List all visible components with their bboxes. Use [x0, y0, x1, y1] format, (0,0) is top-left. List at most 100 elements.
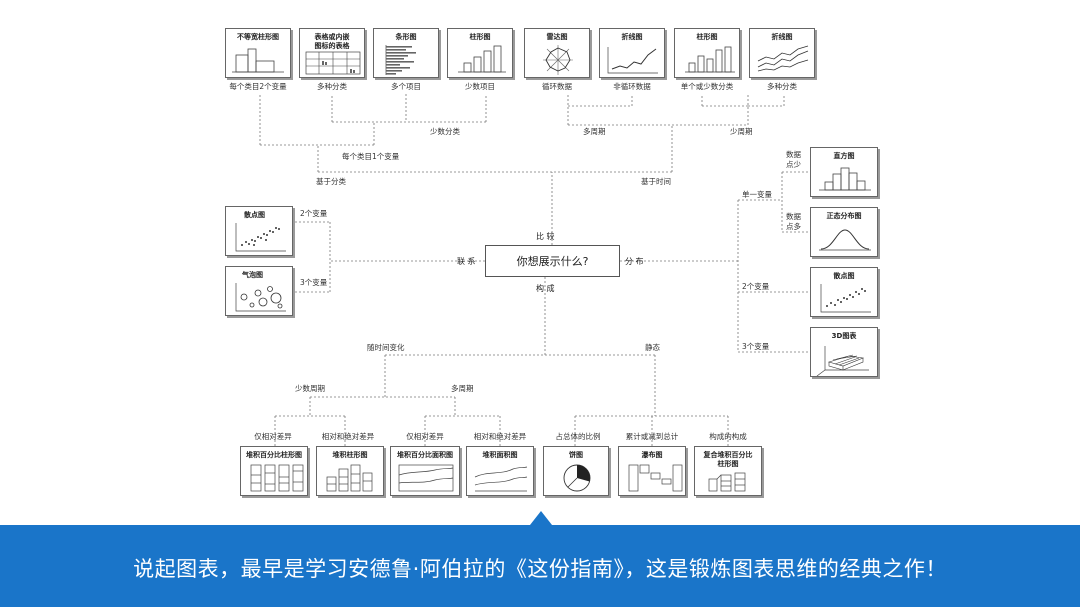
- waterfall-chart-icon: [628, 464, 683, 492]
- column-chart-icon: [458, 45, 506, 73]
- banner-pointer: [530, 511, 552, 525]
- direction-composition: 构 成: [536, 284, 555, 293]
- card-bar-chart: 条形图: [373, 28, 439, 78]
- card-title: 雷达图: [546, 33, 568, 41]
- card-3d-chart: 3D图表: [810, 327, 878, 377]
- caption-few-points: 数据 点少: [786, 150, 801, 169]
- caption-radar-chart: 循环数据: [542, 82, 572, 91]
- line-chart-icon: [607, 47, 658, 74]
- column-chart-icon: [685, 46, 735, 73]
- label-static: 静态: [645, 343, 660, 352]
- caption-relative-only-1: 仅相对差异: [254, 432, 292, 441]
- card-histogram: 直方图: [810, 147, 878, 197]
- caption-column-chart-time: 单个或少数分类: [680, 82, 734, 91]
- caption-dist-two-variables: 2个变量: [742, 282, 770, 291]
- bar-chart-icon: [385, 45, 416, 75]
- card-title: 折线图: [771, 33, 793, 41]
- card-title: 堆积百分比面积图: [397, 451, 453, 459]
- card-title: 气泡图: [242, 271, 263, 279]
- card-title: 直方图: [833, 152, 855, 160]
- card-bubble-chart: 气泡图: [225, 266, 293, 316]
- chart-chooser-diagram: 你想展示什么? 比 较 联 系 分 布 构 成 少数分类 多周期 少周期 每个类…: [225, 28, 878, 496]
- bubble-chart-icon: [235, 283, 286, 312]
- label-by-time: 基于时间: [641, 177, 671, 186]
- card-stacked-area: 堆积面积图: [466, 446, 534, 496]
- label-many-periods: 多周期: [583, 127, 606, 136]
- card-scatter-distribution: 散点图: [810, 267, 878, 317]
- scatter-plot-icon: [235, 223, 286, 252]
- caption-three-variables: 3个变量: [300, 278, 328, 287]
- caption-relative-absolute-2: 相对和绝对差异: [473, 432, 527, 441]
- center-question: 你想展示什么?: [516, 255, 589, 268]
- caption-composition-of-composition: 构成的构成: [709, 432, 747, 441]
- caption-share-of-total: 占总体的比例: [555, 432, 601, 441]
- card-normal-distribution: 正态分布图: [810, 207, 878, 257]
- radar-chart-icon: [543, 45, 573, 75]
- card-title: 不等宽柱形图: [237, 33, 279, 41]
- card-line-chart: 折线图: [599, 28, 665, 78]
- card-compound-stacked-percent: 复合堆积百分比 柱形图: [694, 446, 762, 496]
- card-title: 折线图: [621, 33, 643, 41]
- variable-width-column-icon: [232, 48, 284, 73]
- label-few-periods: 少周期: [730, 127, 753, 136]
- 3d-surface-icon: [816, 346, 869, 377]
- caption-column-chart: 少数项目: [465, 82, 495, 91]
- card-stacked-column: 堆积柱形图: [316, 446, 384, 496]
- card-title: 柱形图: [696, 33, 718, 41]
- card-stacked-percent-area: 堆积百分比面积图: [390, 446, 460, 496]
- stacked-percent-column-icon: [250, 464, 304, 492]
- connector-lines: [259, 94, 810, 446]
- caption-line-chart: 非循环数据: [613, 82, 651, 91]
- card-title: 散点图: [833, 272, 855, 280]
- caption-relative-only-2: 仅相对差异: [406, 432, 444, 441]
- caption-accumulate-to-total: 累计或减到总计: [625, 432, 679, 441]
- scatter-plot-icon: [820, 284, 871, 313]
- direction-relation: 联 系: [457, 257, 476, 266]
- card-title: 堆积百分比柱形图: [246, 451, 302, 459]
- multi-line-chart-icon: [757, 45, 809, 72]
- caption-table-with-icons: 多种分类: [317, 82, 347, 91]
- card-stacked-percent-column: 堆积百分比柱形图: [240, 446, 308, 496]
- caption-relative-absolute-1: 相对和绝对差异: [321, 432, 375, 441]
- card-title: 瀑布图: [641, 451, 663, 459]
- stacked-area-icon: [474, 466, 528, 492]
- caption-many-points: 数据 点多: [786, 212, 801, 231]
- label-by-category: 基于分类: [316, 177, 346, 186]
- card-pie-chart: 饼图: [543, 446, 609, 496]
- normal-curve-icon: [819, 229, 871, 251]
- stacked-column-icon: [326, 464, 373, 492]
- card-title: 堆积面积图: [482, 451, 518, 459]
- card-title: 表格或内嵌 图标的表格: [314, 33, 350, 50]
- card-variable-width-column: 不等宽柱形图: [225, 28, 291, 78]
- card-title: 散点图: [244, 211, 265, 219]
- histogram-icon: [819, 167, 871, 191]
- card-waterfall-chart: 瀑布图: [618, 446, 686, 496]
- card-title: 复合堆积百分比 柱形图: [703, 451, 753, 468]
- card-table-with-icons: 表格或内嵌 图标的表格: [299, 28, 365, 78]
- card-column-chart-time: 柱形图: [674, 28, 740, 78]
- pie-chart-icon: [563, 464, 591, 492]
- caption-multi-line-chart: 多种分类: [767, 82, 797, 91]
- card-scatter-relation: 散点图: [225, 206, 293, 256]
- label-few-periods: 少数周期: [295, 384, 325, 393]
- direction-compare: 比 较: [536, 232, 555, 241]
- card-title: 正态分布图: [826, 212, 862, 220]
- banner-text: 说起图表，最早是学习安德鲁·阿伯拉的《这份指南》，这是锻炼图表思维的经典之作！: [133, 557, 947, 581]
- label-single-variable: 单一变量: [742, 190, 772, 199]
- label-many-periods-composition: 多周期: [451, 384, 474, 393]
- caption-variable-width-column: 每个类目2个变量: [229, 82, 287, 91]
- card-title: 柱形图: [469, 33, 491, 41]
- card-title: 堆积柱形图: [332, 451, 368, 459]
- label-one-var-per-category: 每个类目1个变量: [342, 152, 400, 161]
- center-question-box: 你想展示什么?: [485, 245, 620, 277]
- table-icon: [305, 51, 361, 75]
- caption-dist-three-variables: 3个变量: [742, 342, 770, 351]
- card-title: 条形图: [395, 33, 417, 41]
- label-over-time: 随时间变化: [367, 343, 405, 352]
- label-few-categories: 少数分类: [430, 127, 460, 136]
- card-radar-chart: 雷达图: [524, 28, 590, 78]
- compound-stacked-column-icon: [708, 472, 746, 492]
- card-title: 饼图: [569, 451, 583, 459]
- card-title: 3D图表: [831, 332, 857, 340]
- caption-bar-chart: 多个项目: [391, 82, 421, 91]
